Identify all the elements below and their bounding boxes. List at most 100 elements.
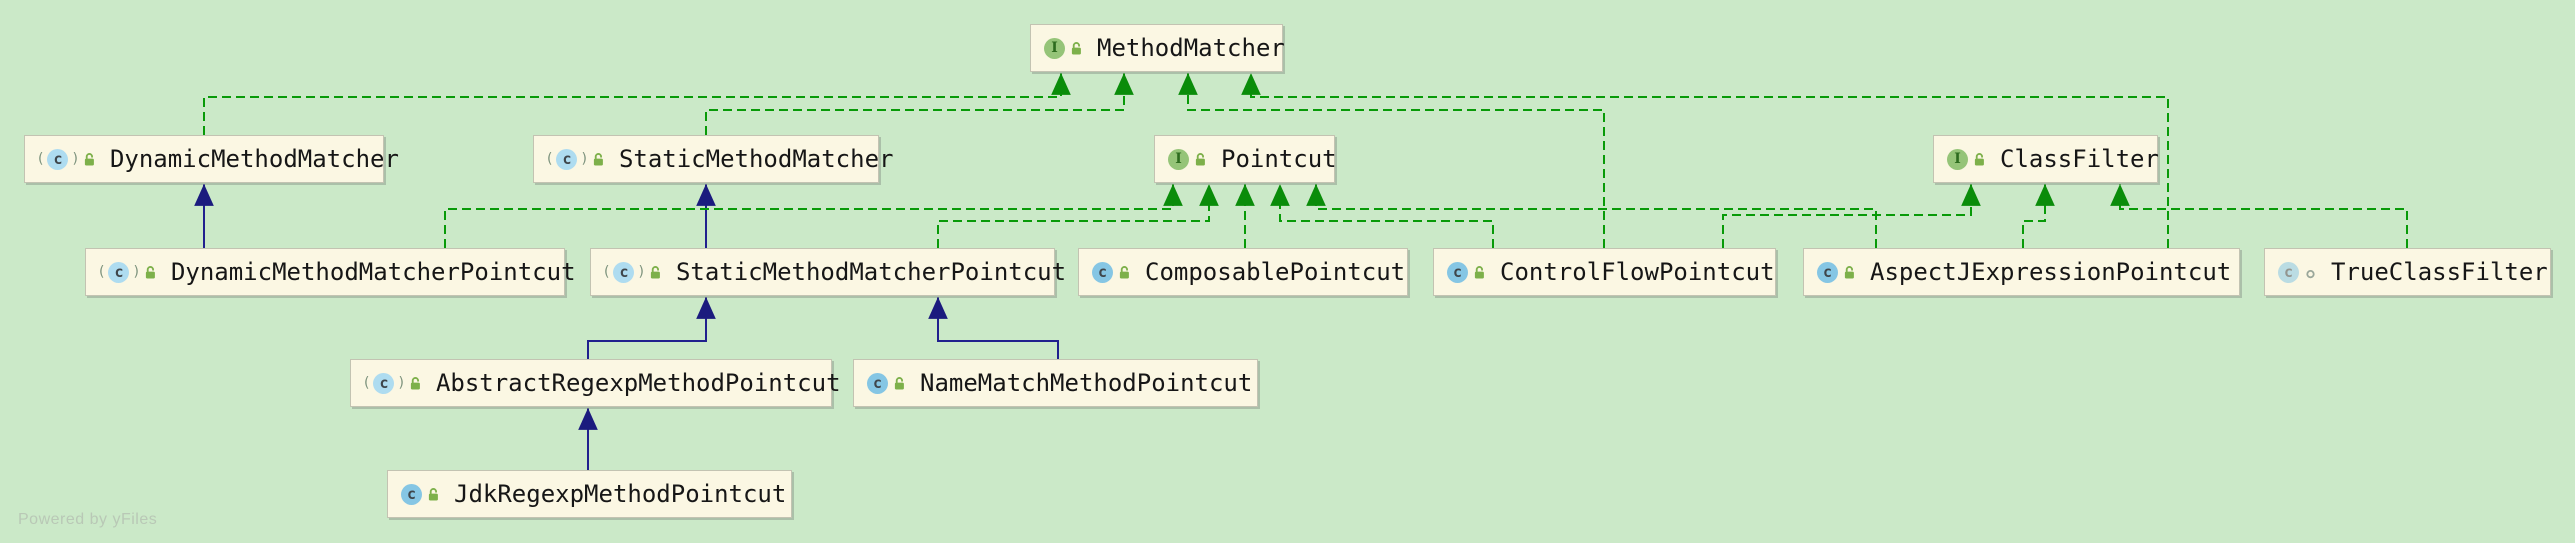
public-lock-icon <box>1972 145 1987 173</box>
abstract-mark-icon: ) <box>133 264 139 280</box>
edge-realization-ControlFlowPointcut-to-Pointcut[interactable] <box>1270 184 1494 248</box>
edge-realization-DynamicMethodMatcher-to-MethodMatcher[interactable] <box>203 73 1071 135</box>
class-node-AspectJExpressionPointcut[interactable]: c AspectJExpressionPointcut <box>1803 248 2240 296</box>
icon-letter: I <box>1954 151 1961 167</box>
abstract-mark-icon: ) <box>581 151 587 167</box>
node-icons: c <box>1447 258 1487 286</box>
class-node-ControlFlowPointcut[interactable]: c ControlFlowPointcut <box>1433 248 1776 296</box>
icon-letter: c <box>872 373 883 392</box>
node-label: ControlFlowPointcut <box>1500 258 1775 286</box>
node-label: JdkRegexpMethodPointcut <box>454 480 787 508</box>
public-lock-icon <box>426 480 441 508</box>
interface-icon: I <box>1168 148 1189 170</box>
node-label: ComposablePointcut <box>1145 258 1406 286</box>
class-node-ClassFilter[interactable]: I ClassFilter <box>1933 135 2159 183</box>
edge-realization-AspectJExpressionPointcut-to-Pointcut[interactable] <box>1306 184 1877 248</box>
abstract-mark-icon: ) <box>638 264 644 280</box>
node-icons: I <box>1947 145 1987 173</box>
node-label: StaticMethodMatcher <box>618 145 894 173</box>
class-icon: c <box>1092 261 1113 283</box>
abstract-class-icon: c <box>613 261 635 283</box>
interface-icon: I <box>1947 148 1968 170</box>
node-icons: ( c) <box>99 258 158 286</box>
edge-realization-DynamicMethodMatcherPointcut-to-Pointcut[interactable] <box>444 184 1183 248</box>
class-node-NameMatchMethodPointcut[interactable]: c NameMatchMethodPointcut <box>853 359 1258 407</box>
class-node-DynamicMethodMatcher[interactable]: ( c) DynamicMethodMatcher <box>24 135 399 183</box>
edge-generalization-AbstractRegexpMethodPointcut-to-StaticMethodMatcherPointcut[interactable] <box>587 297 716 359</box>
public-lock-icon <box>1117 258 1132 286</box>
class-node-StaticMethodMatcherPointcut[interactable]: ( c) StaticMethodMatcherPointcut <box>590 248 1066 296</box>
node-icons: ( c) <box>38 145 97 173</box>
public-lock-icon <box>1472 258 1487 286</box>
class-node-Pointcut[interactable]: I Pointcut <box>1154 135 1337 183</box>
node-label: TrueClassFilter <box>2331 258 2548 286</box>
node-label: AspectJExpressionPointcut <box>1870 258 2232 286</box>
node-label: AbstractRegexpMethodPointcut <box>435 369 841 397</box>
abstract-mark-icon: ( <box>38 151 44 167</box>
abstract-mark-icon: ) <box>398 375 404 391</box>
public-lock-icon <box>648 258 663 286</box>
edge-realization-AspectJExpressionPointcut-to-MethodMatcher[interactable] <box>1241 73 2169 248</box>
class-node-JdkRegexpMethodPointcut[interactable]: c JdkRegexpMethodPointcut <box>387 470 792 518</box>
icon-letter: c <box>1097 262 1108 281</box>
abstract-class-icon: c <box>47 148 69 170</box>
class-node-ComposablePointcut[interactable]: c ComposablePointcut <box>1078 248 1408 296</box>
class-node-MethodMatcher[interactable]: I MethodMatcher <box>1030 24 1285 72</box>
node-icons: c <box>1817 258 1857 286</box>
icon-letter: c <box>1452 262 1463 281</box>
class-node-DynamicMethodMatcherPointcut[interactable]: (c)DynamicMethodMatcherPointcut <box>85 248 576 296</box>
node-label: Pointcut <box>1221 145 1337 173</box>
class-icon: c <box>1447 261 1468 283</box>
public-lock-icon <box>591 145 606 173</box>
class-node-StaticMethodMatcher[interactable]: (c) StaticMethodMatcher <box>533 135 893 183</box>
node-icons: c <box>867 369 907 397</box>
edge-realization-StaticMethodMatcher-to-MethodMatcher[interactable] <box>705 73 1134 135</box>
node-icons: ( c) <box>604 258 663 286</box>
yfiles-watermark-link[interactable]: Powered by yFiles <box>18 511 158 528</box>
icon-letter: c <box>1822 262 1833 281</box>
node-icons: c <box>2278 258 2318 286</box>
icon-letter: c <box>114 262 124 281</box>
node-icons: (c) <box>547 145 606 173</box>
edge-generalization-NameMatchMethodPointcut-to-StaticMethodMatcherPointcut[interactable] <box>928 297 1059 359</box>
edge-realization-AspectJExpressionPointcut-to-ClassFilter[interactable] <box>2022 184 2055 248</box>
abstract-class-icon: c <box>373 372 395 394</box>
edge-realization-StaticMethodMatcherPointcut-to-Pointcut[interactable] <box>937 184 1219 248</box>
icon-letter: c <box>2283 262 2294 281</box>
icon-letter: I <box>1051 40 1058 56</box>
class-icon: c <box>867 372 888 394</box>
abstract-mark-icon: ) <box>72 151 78 167</box>
node-icons: c <box>401 480 441 508</box>
abstract-class-icon: c <box>108 261 130 283</box>
node-label: NameMatchMethodPointcut <box>920 369 1253 397</box>
node-icons: c <box>1092 258 1132 286</box>
icon-letter: c <box>53 149 63 168</box>
public-lock-icon <box>892 369 907 397</box>
node-label: DynamicMethodMatcher <box>109 145 399 173</box>
class-node-AbstractRegexpMethodPointcut[interactable]: (c) AbstractRegexpMethodPointcut <box>350 359 841 407</box>
public-lock-icon <box>1069 34 1084 62</box>
public-lock-icon <box>1842 258 1857 286</box>
icon-letter: c <box>619 262 629 281</box>
public-lock-icon <box>1193 145 1208 173</box>
node-icons: I <box>1044 34 1084 62</box>
node-label: ClassFilter <box>2000 145 2159 173</box>
abstract-mark-icon: ( <box>364 375 370 391</box>
edge-realization-TrueClassFilter-to-ClassFilter[interactable] <box>2110 184 2408 248</box>
class-node-TrueClassFilter[interactable]: c TrueClassFilter <box>2264 248 2551 296</box>
icon-letter: c <box>406 484 417 503</box>
node-icons: (c) <box>364 369 423 397</box>
public-lock-icon <box>408 369 423 397</box>
node-icons: I <box>1168 145 1208 173</box>
class-icon: c <box>2278 261 2299 283</box>
abstract-mark-icon: ( <box>604 264 610 280</box>
abstract-mark-icon: ( <box>99 264 105 280</box>
package-private-icon <box>2303 258 2318 286</box>
edge-realization-ControlFlowPointcut-to-ClassFilter[interactable] <box>1722 184 1981 248</box>
abstract-mark-icon: ( <box>547 151 553 167</box>
node-label: MethodMatcher <box>1097 34 1285 62</box>
public-lock-icon <box>82 145 97 173</box>
node-label: StaticMethodMatcherPointcut <box>675 258 1067 286</box>
